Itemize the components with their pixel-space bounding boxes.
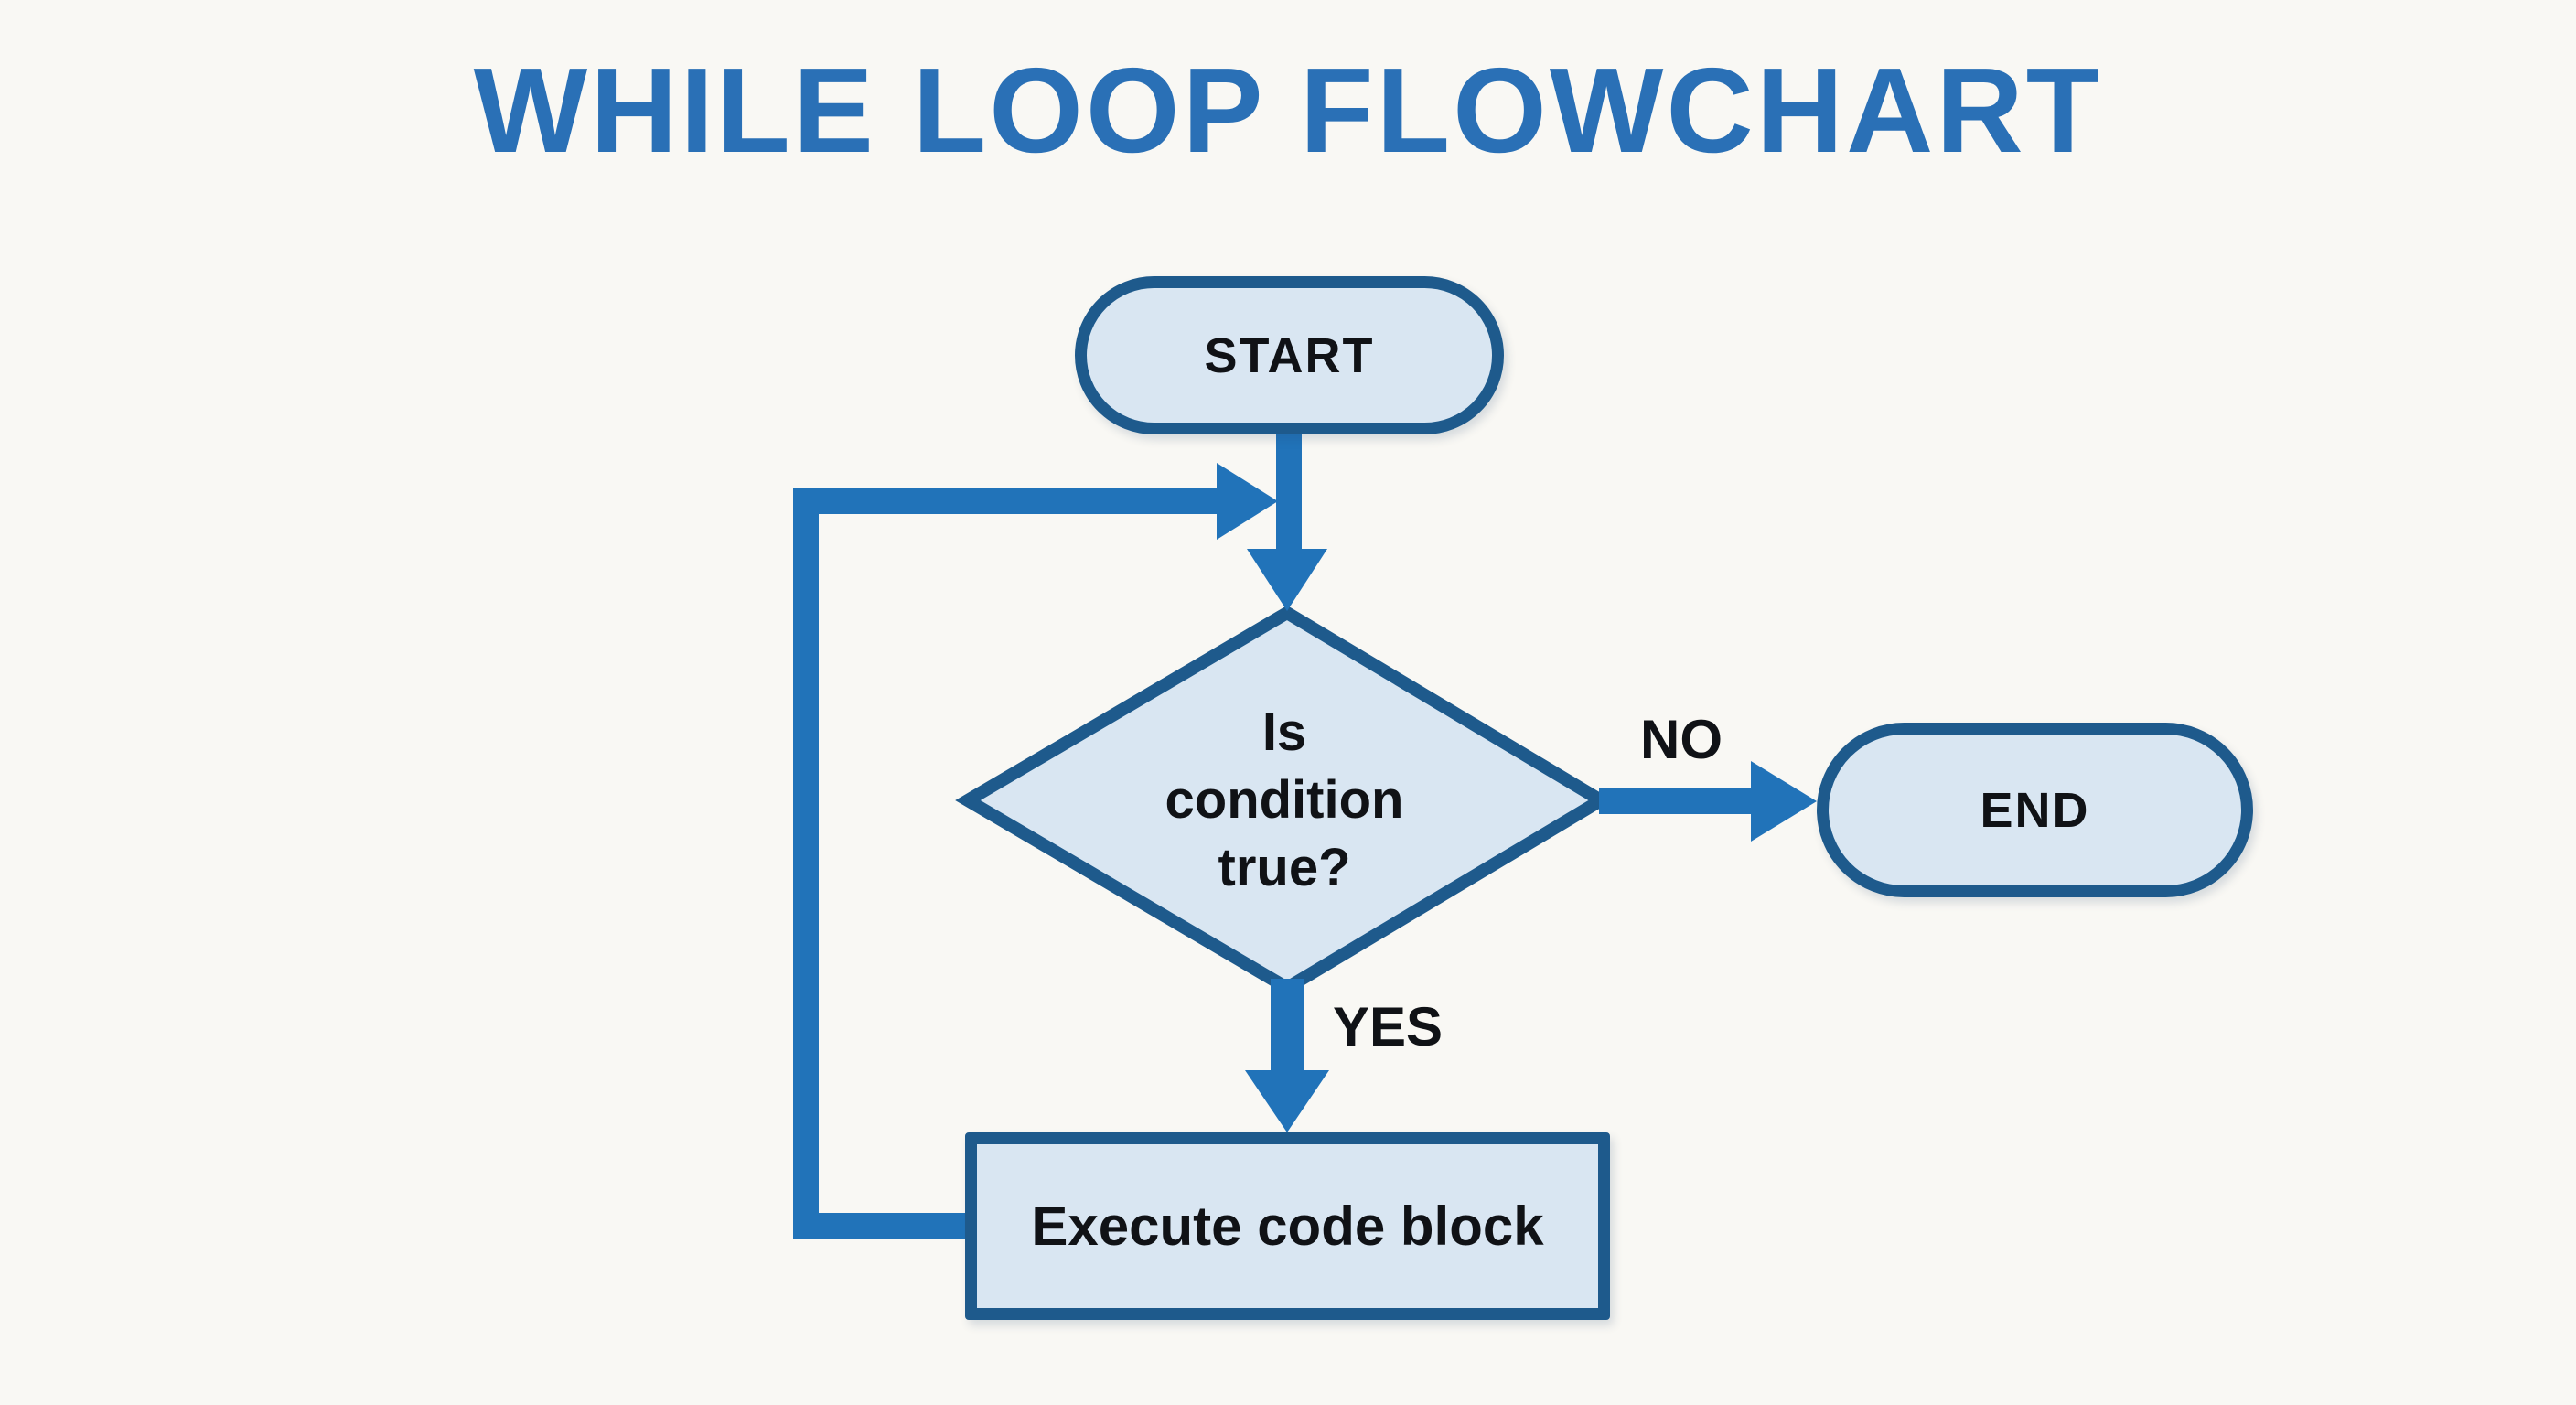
edge-yes-shaft [1271,979,1304,1072]
loop-bottom-shaft [793,1213,972,1239]
node-end-label: END [1980,782,2090,838]
node-process: Execute code block [965,1132,1610,1320]
edge-decision-yes-to-process [1245,979,1329,1132]
edge-no-shaft [1599,788,1753,814]
loop-left-shaft [793,488,819,1239]
node-process-label: Execute code block [1031,1196,1544,1257]
node-start-label: START [1204,327,1375,383]
node-decision-label: Is condition true? [1165,702,1404,897]
edge-decision-no-to-end [1599,761,1817,842]
arrowhead-right-loop-icon [1217,463,1278,540]
edge-start-shaft [1276,428,1302,552]
edge-label-no: NO [1640,709,1723,770]
arrowhead-down-yes-icon [1245,1070,1329,1132]
edge-start-to-decision [1247,428,1327,611]
page-title: WHILE LOOP FLOWCHART [473,43,2103,177]
node-start: START [1075,276,1504,434]
edge-label-yes: YES [1332,996,1444,1057]
arrowhead-right-no-icon [1751,761,1817,842]
arrowhead-down-icon [1247,549,1327,611]
edge-process-loop-back [793,463,1278,1239]
node-end: END [1817,723,2253,897]
loop-top-shaft [793,488,1218,514]
